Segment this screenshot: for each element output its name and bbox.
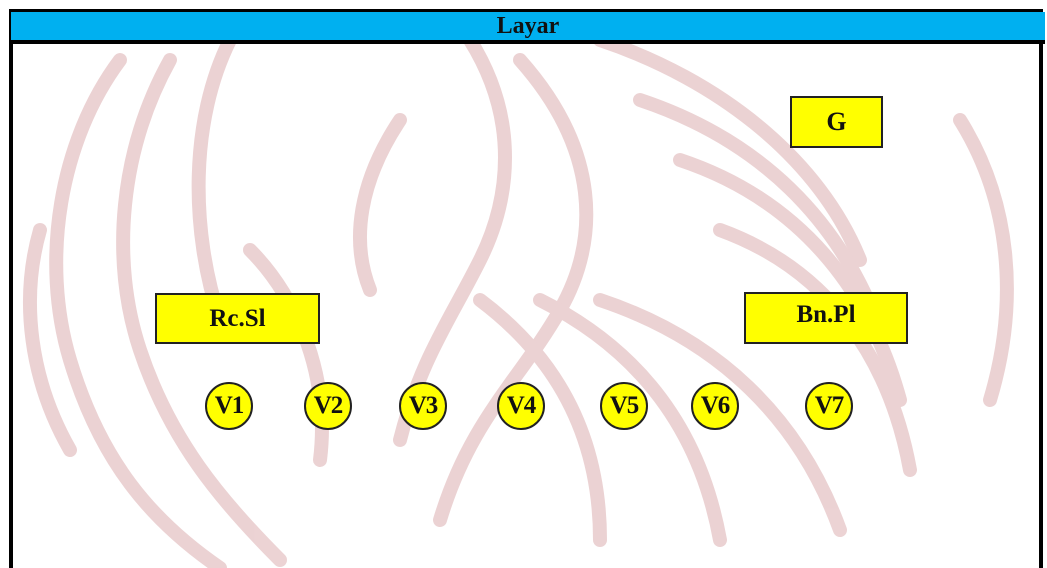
screen-bar: Layar <box>11 12 1045 44</box>
seat-v1: V1 <box>205 382 253 430</box>
desk-rcsl: Rc.Sl <box>155 293 320 344</box>
seat-v7: V7 <box>805 382 853 430</box>
desk-g: G <box>790 96 883 148</box>
seat-v2: V2 <box>304 382 352 430</box>
desk-bnpl: Bn.Pl <box>744 292 908 344</box>
seat-v4: V4 <box>497 382 545 430</box>
seat-v6: V6 <box>691 382 739 430</box>
room-outline <box>9 9 1043 568</box>
seat-v3: V3 <box>399 382 447 430</box>
seat-v5: V5 <box>600 382 648 430</box>
